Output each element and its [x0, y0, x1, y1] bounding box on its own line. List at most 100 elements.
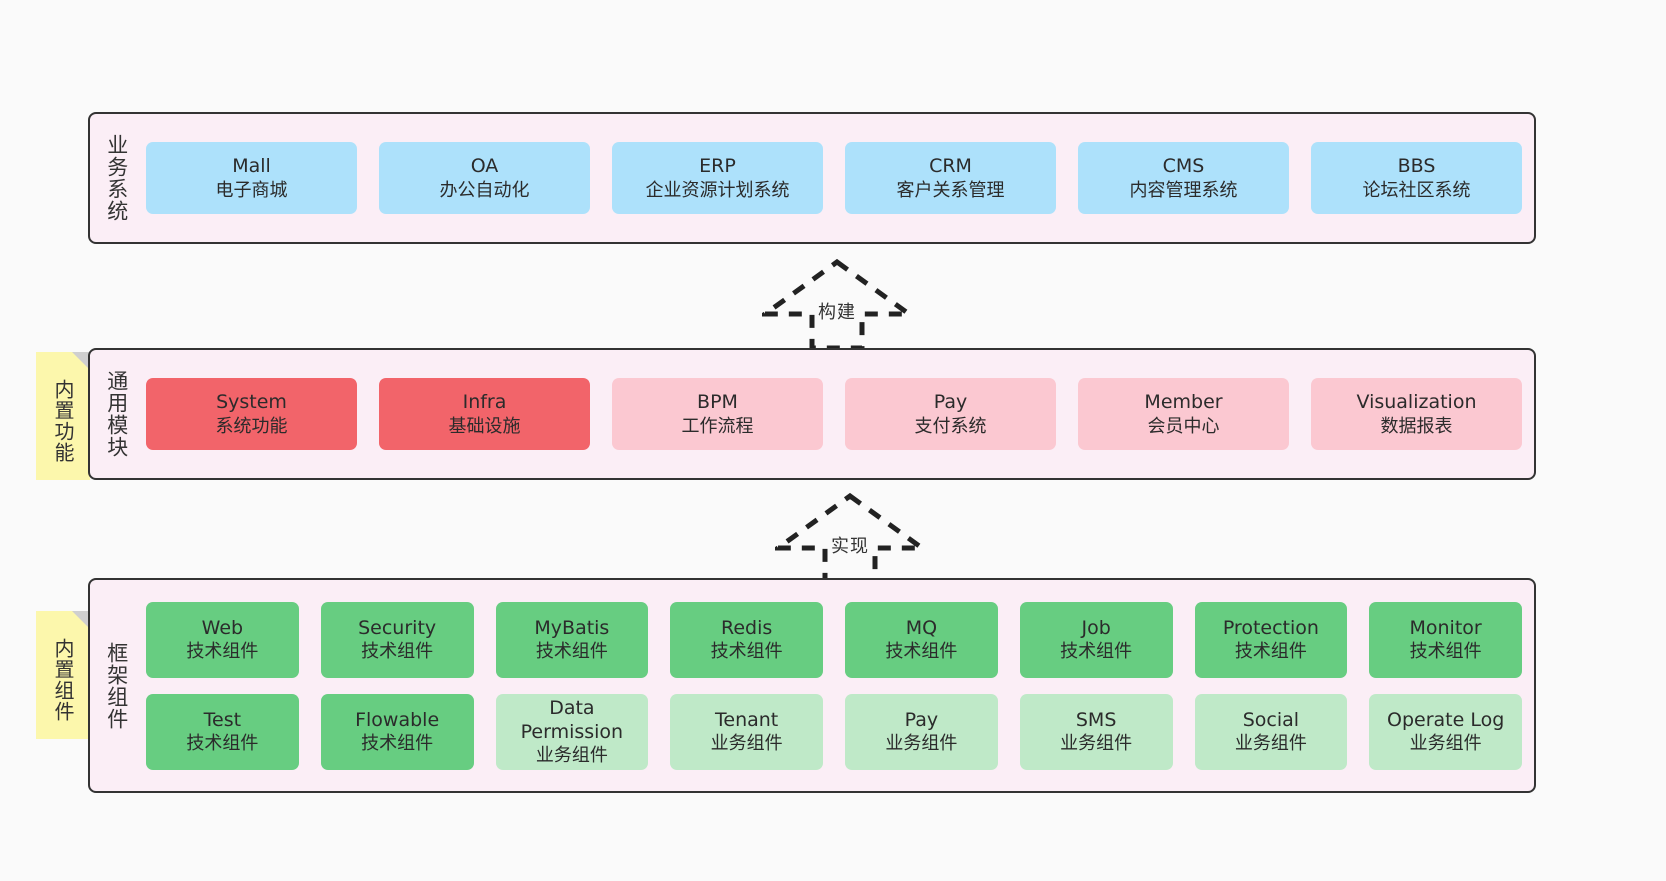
framework-card-protection[interactable]: Protection 技术组件: [1194, 601, 1348, 678]
card-title-cn: 内容管理系统: [1129, 179, 1238, 201]
framework-card-tenant[interactable]: Tenant 业务组件: [670, 693, 823, 770]
card-title-en: MQ: [905, 616, 938, 639]
card-title-en: BBS: [1397, 155, 1436, 178]
framework-component-layer-title: 框架组件: [104, 641, 129, 730]
card-title-cn: 工作流程: [681, 415, 754, 437]
framework-card-pay[interactable]: Pay 业务组件: [845, 693, 998, 770]
business-system-row: Mall 电子商城 OA 办公自动化 ERP 企业资源计划系统 CRM 客户关系…: [146, 142, 1522, 214]
framework-row-tech: Web 技术组件 Security 技术组件 MyBatis 技术组件 Redi…: [146, 601, 1522, 678]
card-title-en: Job: [1081, 616, 1111, 639]
card-title-en: Data Permission: [520, 696, 624, 743]
business-card-cms[interactable]: CMS 内容管理系统: [1078, 142, 1289, 214]
card-title-en: Social: [1242, 708, 1300, 731]
card-title-en: Pay: [933, 391, 968, 414]
card-title-en: MyBatis: [534, 616, 610, 639]
card-title-cn: 业务组件: [1409, 733, 1482, 755]
note-builtin-functions-label: 内置功能: [51, 379, 75, 463]
framework-card-job[interactable]: Job 技术组件: [1019, 601, 1173, 678]
framework-card-mq[interactable]: MQ 技术组件: [845, 601, 998, 678]
framework-card-social[interactable]: Social 业务组件: [1194, 693, 1348, 770]
common-module-layer: 通用模块 System 系统功能 Infra 基础设施 BPM 工作流程 Pay…: [88, 348, 1536, 480]
business-system-layer-body: Mall 电子商城 OA 办公自动化 ERP 企业资源计划系统 CRM 客户关系…: [142, 114, 1534, 242]
card-title-en: Redis: [720, 616, 773, 639]
business-system-layer-title: 业务系统: [104, 134, 129, 222]
card-title-en: Flowable: [355, 708, 440, 731]
card-title-cn: 技术组件: [361, 641, 434, 663]
card-title-en: ERP: [699, 155, 736, 178]
card-title-cn: 技术组件: [1409, 641, 1482, 663]
card-title-cn: 企业资源计划系统: [645, 179, 790, 201]
card-title-cn: 技术组件: [885, 641, 958, 663]
card-title-en: SMS: [1075, 708, 1117, 731]
framework-card-monitor[interactable]: Monitor 技术组件: [1369, 601, 1522, 678]
common-module-row: System 系统功能 Infra 基础设施 BPM 工作流程 Pay 支付系统…: [146, 378, 1522, 450]
card-title-cn: 业务组件: [1234, 733, 1307, 755]
card-title-cn: 系统功能: [215, 415, 288, 437]
framework-card-web[interactable]: Web 技术组件: [146, 601, 299, 678]
card-title-cn: 技术组件: [186, 733, 259, 755]
card-title-en: OA: [470, 155, 499, 178]
business-card-crm[interactable]: CRM 客户关系管理: [845, 142, 1056, 214]
card-title-en: CMS: [1162, 155, 1205, 178]
business-card-oa[interactable]: OA 办公自动化: [379, 142, 590, 214]
business-system-layer: 业务系统 Mall 电子商城 OA 办公自动化 ERP 企业资源计划系统 CRM…: [88, 112, 1536, 244]
card-title-en: BPM: [697, 391, 738, 414]
note-builtin-components-label: 内置组件: [51, 638, 75, 722]
card-title-en: Pay: [904, 708, 939, 731]
card-title-cn: 电子商城: [215, 179, 288, 201]
card-title-en: Test: [203, 708, 242, 731]
framework-card-redis[interactable]: Redis 技术组件: [670, 601, 823, 678]
card-title-cn: 基础设施: [448, 415, 521, 437]
common-card-pay[interactable]: Pay 支付系统: [845, 378, 1056, 450]
card-title-en: Security: [358, 616, 437, 639]
common-card-system[interactable]: System 系统功能: [146, 378, 357, 450]
framework-row-business: Test 技术组件 Flowable 技术组件 Data Permission …: [146, 693, 1522, 770]
card-title-en: System: [216, 391, 287, 414]
card-title-cn: 业务组件: [710, 733, 783, 755]
note-builtin-components: 内置组件: [36, 611, 90, 739]
card-title-en: Visualization: [1356, 391, 1477, 414]
card-title-cn: 数据报表: [1380, 415, 1453, 437]
card-title-cn: 业务组件: [885, 733, 958, 755]
card-title-en: Protection: [1222, 616, 1319, 639]
business-card-mall[interactable]: Mall 电子商城: [146, 142, 357, 214]
card-title-en: Monitor: [1409, 616, 1482, 639]
connector-build-arrow: 构建: [762, 258, 912, 350]
card-title-cn: 办公自动化: [439, 179, 530, 201]
common-card-infra[interactable]: Infra 基础设施: [379, 378, 590, 450]
common-module-layer-title: 通用模块: [104, 370, 129, 458]
card-title-en: Tenant: [715, 708, 779, 731]
card-title-en: Infra: [462, 391, 507, 414]
card-title-en: Web: [201, 616, 244, 639]
card-title-cn: 业务组件: [1060, 733, 1133, 755]
framework-card-mybatis[interactable]: MyBatis 技术组件: [495, 601, 649, 678]
card-title-cn: 技术组件: [535, 641, 608, 663]
connector-realize-arrow: 实现: [775, 492, 925, 584]
framework-card-sms[interactable]: SMS 业务组件: [1019, 693, 1173, 770]
common-module-layer-body: System 系统功能 Infra 基础设施 BPM 工作流程 Pay 支付系统…: [142, 350, 1534, 478]
card-title-cn: 技术组件: [710, 641, 783, 663]
framework-card-operate-log[interactable]: Operate Log 业务组件: [1369, 693, 1522, 770]
framework-component-layer-body: Web 技术组件 Security 技术组件 MyBatis 技术组件 Redi…: [142, 580, 1534, 791]
framework-card-flowable[interactable]: Flowable 技术组件: [320, 693, 474, 770]
framework-component-layer: 框架组件 Web 技术组件 Security 技术组件 MyBatis 技术组件…: [88, 578, 1536, 793]
card-title-cn: 支付系统: [914, 415, 987, 437]
card-title-en: Member: [1144, 391, 1223, 414]
framework-card-security[interactable]: Security 技术组件: [320, 601, 474, 678]
card-title-cn: 技术组件: [1234, 641, 1307, 663]
card-title-cn: 客户关系管理: [896, 179, 1005, 201]
card-title-en: Operate Log: [1386, 708, 1505, 731]
card-title-cn: 技术组件: [361, 733, 434, 755]
common-card-visualization[interactable]: Visualization 数据报表: [1311, 378, 1522, 450]
card-title-cn: 技术组件: [186, 641, 259, 663]
business-card-bbs[interactable]: BBS 论坛社区系统: [1311, 142, 1522, 214]
business-card-erp[interactable]: ERP 企业资源计划系统: [612, 142, 823, 214]
common-card-bpm[interactable]: BPM 工作流程: [612, 378, 823, 450]
card-title-cn: 会员中心: [1147, 415, 1220, 437]
card-title-en: Mall: [232, 155, 271, 178]
card-title-en: CRM: [929, 155, 972, 178]
framework-card-test[interactable]: Test 技术组件: [146, 693, 299, 770]
common-card-member[interactable]: Member 会员中心: [1078, 378, 1289, 450]
note-builtin-functions: 内置功能: [36, 352, 90, 480]
framework-card-data-permission[interactable]: Data Permission 业务组件: [495, 693, 649, 770]
